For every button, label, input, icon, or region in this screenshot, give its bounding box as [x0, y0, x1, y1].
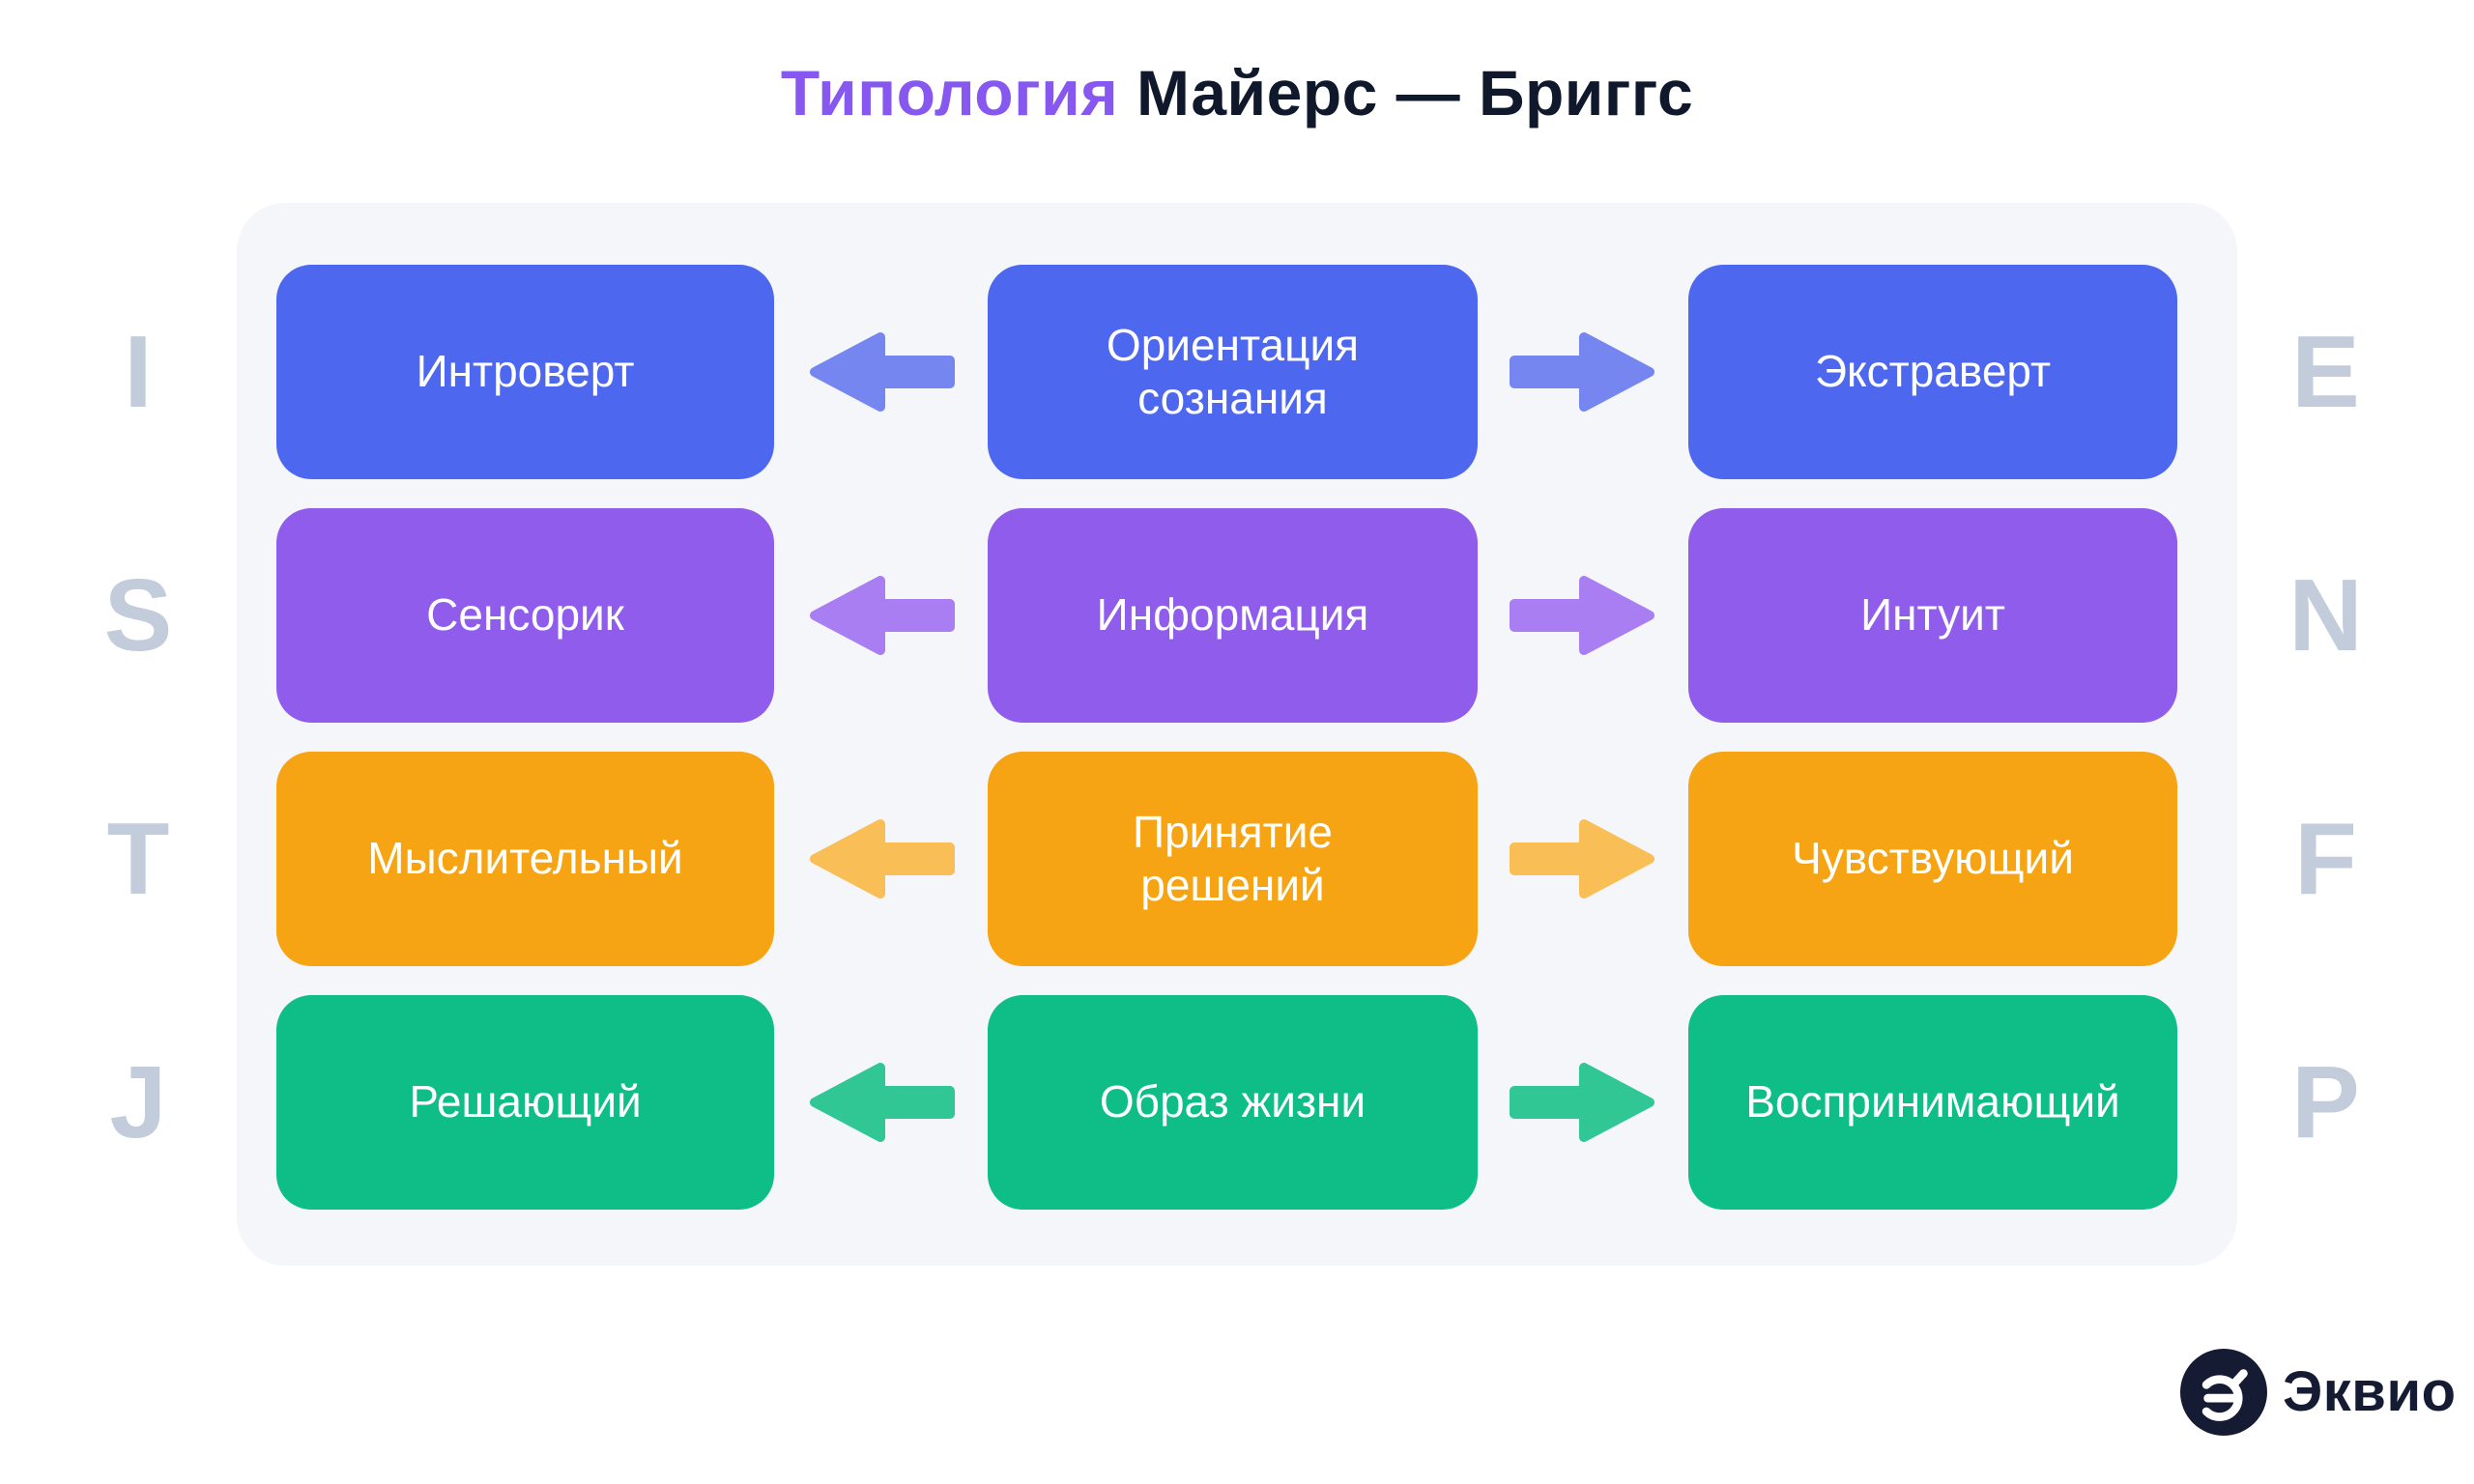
arrow-right-icon [1510, 819, 1654, 899]
dimension-label: Принятие решений [1133, 806, 1333, 910]
arrow-right-icon [1510, 1063, 1654, 1142]
dimension-box: Информация [988, 508, 1478, 723]
arrow-left-icon [809, 332, 955, 412]
dimension-label: Образ жизни [1099, 1076, 1366, 1127]
letter-left: J [109, 1045, 167, 1159]
trait-box-right: Интуит [1688, 508, 2177, 723]
arrow-left-icon [809, 1063, 955, 1142]
letter-right: E [2291, 315, 2360, 429]
dimension-box: Принятие решений [988, 752, 1478, 966]
trait-box-left: Решающий [276, 995, 774, 1210]
trait-box-left: Интроверт [276, 265, 774, 479]
dimension-row-orientation: I Интроверт Ориентация сознания Экстраве… [0, 265, 2474, 479]
trait-box-left: Мыслительный [276, 752, 774, 966]
dimension-box: Ориентация сознания [988, 265, 1478, 479]
arrow-right-icon [1510, 332, 1654, 412]
arrow-left-icon [809, 576, 955, 655]
trait-label: Решающий [409, 1076, 642, 1127]
letter-left: I [124, 315, 153, 429]
letter-right: F [2294, 802, 2357, 916]
trait-box-right: Чувствующий [1688, 752, 2177, 966]
trait-box-right: Экстраверт [1688, 265, 2177, 479]
arrow-right-icon [1510, 576, 1654, 655]
trait-label: Интуит [1860, 589, 2005, 641]
trait-box-left: Сенсорик [276, 508, 774, 723]
title-main: Майерс — Бриггс [1136, 57, 1694, 128]
trait-label: Чувствующий [1792, 833, 2074, 884]
logo-text: Эквио [2283, 1360, 2457, 1423]
dimension-label: Информация [1096, 589, 1369, 641]
dimension-box: Образ жизни [988, 995, 1478, 1210]
letter-left: T [106, 802, 170, 916]
letter-right: N [2288, 558, 2363, 672]
trait-label: Интроверт [416, 346, 635, 397]
trait-label: Воспринимающий [1745, 1076, 2120, 1127]
dimension-row-information: S Сенсорик Информация Интуит [0, 508, 2474, 723]
trait-box-right: Воспринимающий [1688, 995, 2177, 1210]
equio-logo: Эквио [2180, 1349, 2457, 1436]
page-title: Типология Майерс — Бриггс [0, 56, 2474, 129]
trait-label: Сенсорик [426, 589, 624, 641]
dimension-row-lifestyle: J Решающий Образ жизни Воспринимающий [0, 995, 2474, 1210]
arrow-left-icon [809, 819, 955, 899]
trait-label: Мыслительный [367, 833, 683, 884]
letter-right: P [2291, 1045, 2360, 1159]
dimension-rows: I Интроверт Ориентация сознания Экстраве… [0, 265, 2474, 1239]
dimension-label: Ориентация сознания [1106, 319, 1360, 423]
equio-compass-icon [2180, 1349, 2267, 1436]
trait-label: Экстраверт [1814, 346, 2052, 397]
title-accent: Типология [780, 57, 1119, 128]
letter-left: S [103, 558, 173, 672]
dimension-row-decisions: T Мыслительный Принятие решений Чувствую… [0, 752, 2474, 966]
